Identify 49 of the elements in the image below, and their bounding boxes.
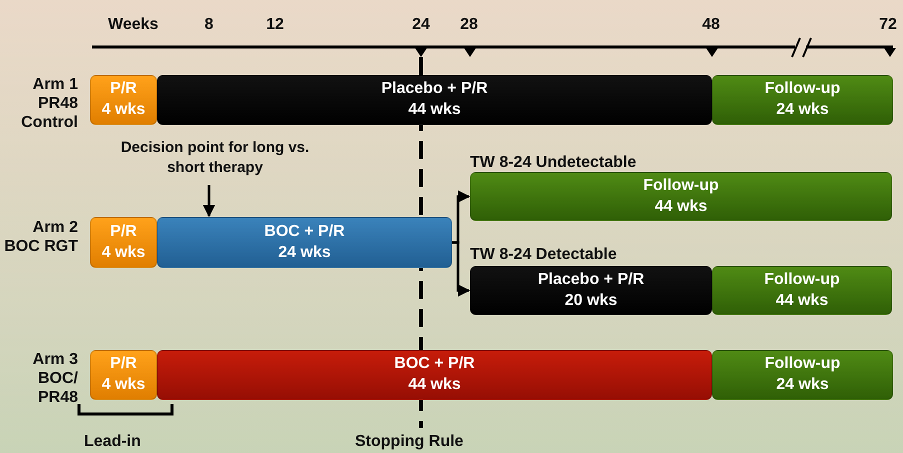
phase-text: 24 wks (776, 375, 829, 395)
phase-bar (470, 266, 712, 315)
text-label: Arm 2 BOC RGT (3, 218, 78, 256)
tick-label: 12 (265, 15, 285, 34)
annotation-text: Decision point for long vs. short therapy (110, 138, 320, 182)
phase-text: 4 wks (102, 375, 146, 395)
phase-text: Follow-up (643, 176, 719, 196)
phase-text: Follow-up (764, 79, 840, 100)
phase-bar (712, 350, 893, 400)
phase-text: 44 wks (408, 375, 461, 395)
arrow (202, 185, 216, 218)
text-label: Arm 1 PR48 Control (20, 75, 78, 133)
phase-text: 20 wks (564, 290, 618, 310)
phase-text: P/R (110, 222, 137, 242)
phase-text: 24 wks (776, 100, 829, 120)
text-label: TW 8-24 Undetectable (470, 153, 636, 172)
phase-text: 44 wks (776, 290, 828, 310)
phase-bar (90, 75, 157, 125)
phase-bar (90, 217, 157, 268)
phase-bar (157, 217, 452, 268)
text-label: TW 8-24 Detectable (470, 245, 617, 264)
phase-text: 44 wks (654, 196, 708, 216)
tick-label: 72 (878, 15, 898, 34)
phase-bar (157, 75, 712, 125)
phase-bar (90, 350, 157, 400)
text-label: Arm 3 BOC/ PR48 (32, 350, 78, 408)
phase-text: 4 wks (102, 100, 146, 120)
phase-text: Follow-up (764, 270, 840, 290)
phase-bar (157, 350, 712, 400)
text-label: Stopping Rule (355, 432, 464, 452)
text-label: Lead-in (84, 432, 141, 452)
phase-text: BOC + P/R (394, 354, 475, 374)
tick-label: 24 (411, 15, 431, 34)
phase-text: P/R (110, 354, 137, 374)
phase-text: 4 wks (102, 242, 146, 262)
phase-bar (712, 75, 893, 125)
phase-text: Follow-up (764, 354, 840, 374)
phase-text: BOC + P/R (264, 222, 345, 242)
arrow (452, 241, 470, 297)
tick-label: 48 (701, 15, 721, 34)
phase-text: 24 wks (278, 242, 331, 262)
phase-text: Placebo + P/R (538, 270, 644, 290)
tick-label: 8 (204, 15, 214, 34)
phase-text: Placebo + P/R (381, 79, 488, 100)
phase-bar (470, 172, 892, 221)
phase-text: P/R (110, 79, 137, 100)
phase-text: 44 wks (408, 100, 461, 120)
tick-label: 28 (459, 15, 479, 34)
phase-bar (712, 266, 892, 315)
